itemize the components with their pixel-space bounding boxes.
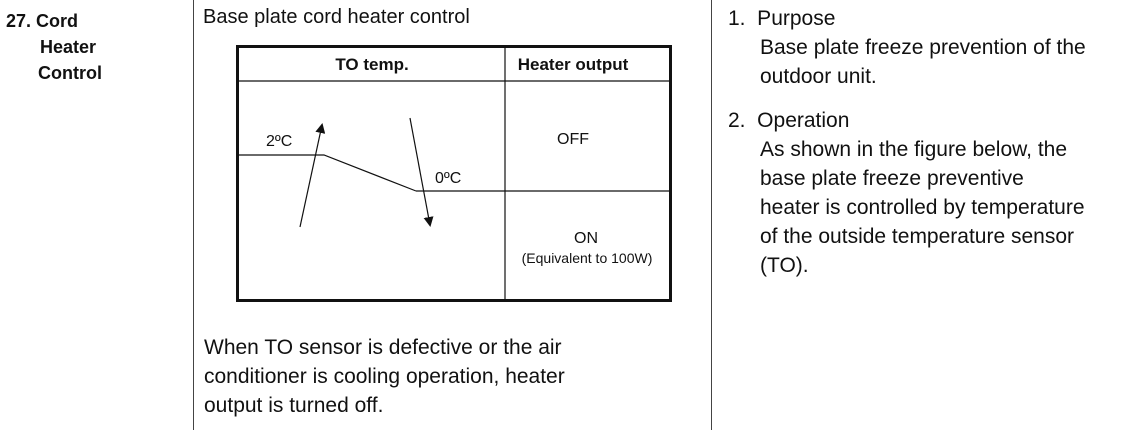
item-title-line1: Cord [36,11,79,31]
section-title: Base plate cord heater control [203,6,470,28]
item-heading: 27. Cord Heater Control [6,8,186,86]
note-line: conditioner is cooling operation, heater [204,365,565,388]
heater-off-label: OFF [557,131,589,148]
lower-temp-label: 0ºC [435,170,461,187]
operation-heading: 2. Operation [728,109,850,132]
falling-arrow [409,117,434,227]
operation-line: (TO). [760,254,809,277]
hysteresis-line [238,154,417,192]
note-line: output is turned off. [204,394,384,417]
section-gap [728,91,1133,106]
purpose-line: outdoor unit. [760,65,877,88]
purpose-heading: 1. Purpose [728,7,836,30]
operation-line: of the outside temperature sensor [760,225,1075,248]
heater-on-note: (Equivalent to 100W) [522,250,653,266]
defective-sensor-note: When TO sensor is defective or the air c… [204,333,684,420]
purpose-line: Base plate freeze prevention of the [760,36,1086,59]
col2-header: Heater output [518,55,629,74]
col1-header: TO temp. [335,55,408,74]
description-column: 1. Purpose Base plate freeze prevention … [728,4,1133,280]
heater-control-table: TO temp. Heater output 2ºC 0ºC OFF ON (E… [236,45,672,302]
column-divider-right [711,0,712,430]
operation-line: heater is controlled by temperature [760,196,1085,219]
rising-arrow [299,123,326,228]
table-frame [236,45,672,302]
item-number: 27. [6,11,32,31]
item-heading-line1: 27. Cord [6,8,186,34]
operation-line: As shown in the figure below, the [760,138,1068,161]
operation-line: base plate freeze preventive [760,167,1024,190]
heater-control-diagram: TO temp. Heater output 2ºC 0ºC OFF ON (E… [236,45,672,303]
heater-on-label: ON [574,230,598,247]
note-line: When TO sensor is defective or the air [204,336,562,359]
column-divider-left [193,0,194,430]
item-title-line3: Control [38,63,102,83]
upper-temp-label: 2ºC [266,133,292,150]
item-title-line2: Heater [40,37,97,57]
